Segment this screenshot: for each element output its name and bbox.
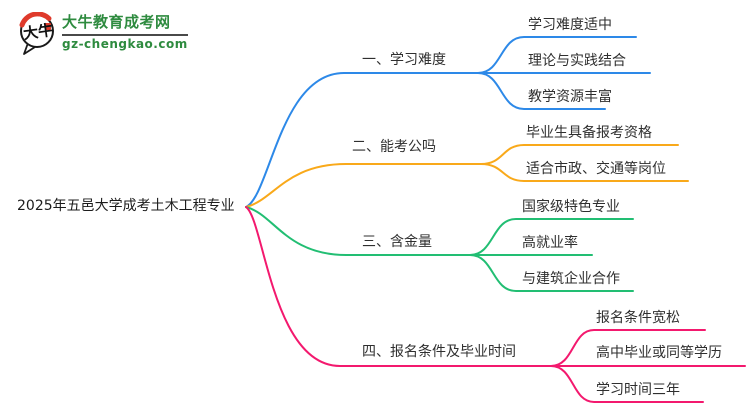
site-url: gz-chengkao.com <box>62 37 188 51</box>
branch-2-child-2: 适合市政、交通等岗位 <box>526 161 666 177</box>
branch-1-child-2: 理论与实践结合 <box>528 53 626 69</box>
branch-1-child-3-underline <box>477 72 606 110</box>
branch-2-child-1: 毕业生具备报考资格 <box>526 125 652 141</box>
branch-3-child-2: 高就业率 <box>522 235 578 251</box>
branch-3-main-connector <box>245 206 471 256</box>
branch-2-child-2-underline <box>480 163 689 182</box>
bull-icon-text: 大牛 <box>22 21 54 43</box>
root-topic: 2025年五邑大学成考土木工程专业 <box>17 198 235 214</box>
branch-1-child-1-underline <box>477 36 637 74</box>
daniu-bull-icon: 大牛 <box>19 12 54 55</box>
branch-4-child-3: 学习时间三年 <box>596 382 680 398</box>
site-name: 大牛教育成考网 <box>62 13 171 31</box>
branch-4-child-1-underline <box>550 329 706 367</box>
branch-3-child-3-underline <box>469 254 634 292</box>
branch-1-child-1: 学习难度适中 <box>528 17 612 33</box>
site-logo: 大牛 大牛教育成考网 gz-chengkao.com <box>18 12 188 56</box>
logo-text-block: 大牛教育成考网 gz-chengkao.com <box>62 12 188 51</box>
branch-1-topic: 一、学习难度 <box>362 52 446 68</box>
branch-2-topic: 二、能考公吗 <box>352 139 436 155</box>
branch-1-main-connector <box>245 72 479 208</box>
branch-4-main-connector <box>245 206 552 367</box>
branch-4-child-1: 报名条件宽松 <box>596 310 680 326</box>
branch-2-child-1-underline <box>480 144 679 165</box>
branch-2-main-connector <box>245 163 482 208</box>
branch-3-topic: 三、含金量 <box>362 234 432 250</box>
branch-1-child-3: 教学资源丰富 <box>528 89 612 105</box>
branch-4-topic: 四、报名条件及毕业时间 <box>362 344 516 360</box>
branch-3-child-3: 与建筑企业合作 <box>522 271 620 287</box>
branch-3-child-1-underline <box>469 218 634 256</box>
branch-3-child-1: 国家级特色专业 <box>522 199 620 215</box>
branch-4-child-3-underline <box>550 365 704 403</box>
logo-divider <box>62 34 188 36</box>
branch-4-child-2: 高中毕业或同等学历 <box>596 345 722 361</box>
